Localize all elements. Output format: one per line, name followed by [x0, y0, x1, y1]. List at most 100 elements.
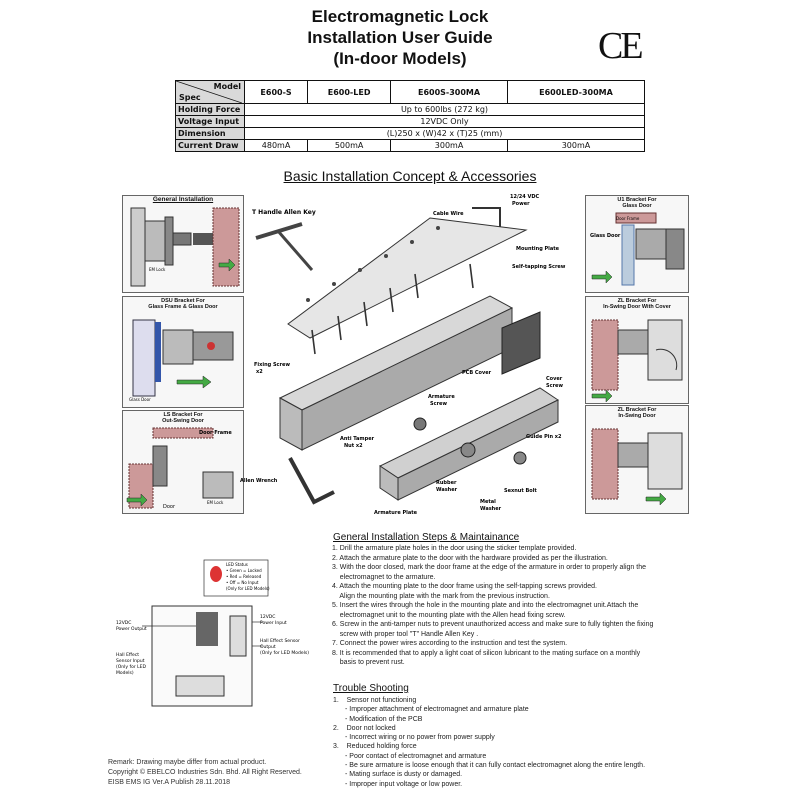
- rubber-washer-label-2: Washer: [436, 487, 458, 493]
- trouble-cause: - Mating surface is dusty or damaged.: [345, 771, 463, 779]
- step-line: Align the mounting plate with the mark f…: [332, 592, 550, 600]
- power-label: Power: [512, 201, 530, 207]
- remark-text: Remark: Drawing maybe differ from actual…: [108, 759, 267, 766]
- em-lock-label: EM Lock: [149, 267, 166, 272]
- model-col-1: E600-S: [243, 80, 309, 104]
- row-label: Voltage Input: [175, 115, 245, 128]
- u-line-2: Glass Door: [622, 203, 652, 209]
- armature-screw-label-2: Screw: [430, 401, 447, 407]
- trouble-cause: - Incorrect wiring or no power from powe…: [345, 734, 495, 742]
- publish-text: EISB EMS IG Ver.A Publish 28.11.2018: [108, 779, 231, 786]
- ce-mark: CE: [598, 25, 644, 67]
- trouble-heading: Trouble Shooting: [333, 683, 409, 694]
- allen-wrench-label: Allen Wrench: [240, 478, 278, 484]
- spec-header-row: Model Spec E600-S E600-LED E600S-300MA E…: [175, 80, 646, 104]
- steps-list: 1. Drill the armature plate holes in the…: [332, 544, 697, 668]
- step-line: screw with proper tool "T" Handle Allen …: [332, 630, 479, 638]
- zl-line-1: ZL Bracket For: [617, 298, 657, 304]
- sexnut-bolt-label: Sexnut Bolt: [504, 488, 537, 494]
- diagonal-line: [176, 81, 242, 103]
- dsu-bracket-drawing: Glass Door: [129, 319, 234, 402]
- zl2-line-1: ZL Bracket For: [617, 407, 657, 413]
- section-title: Basic Installation Concept & Accessories: [0, 168, 800, 184]
- wiring-diagram: LED Status • Green = Locked • Red = Rele…: [116, 559, 309, 707]
- hall-output: Hall Effect Sensor: [260, 638, 300, 644]
- document-title: Electromagnetic Lock Installation User G…: [0, 6, 800, 69]
- trouble-item: 3. Reduced holding force: [333, 743, 417, 751]
- steps-heading: General Installation Steps & Maintainanc…: [333, 532, 520, 543]
- step-line: 2. Attach the armature plate to the door…: [332, 554, 608, 562]
- trouble-cause: - Modification of the PCB: [345, 715, 423, 723]
- step-line: 1. Drill the armature plate holes in the…: [332, 545, 577, 552]
- input-12v-2: Power Input: [260, 620, 287, 626]
- pcb-cover-label: PCB Cover: [462, 370, 492, 376]
- general-installation-drawing: EM Lock: [130, 207, 240, 287]
- trouble-cause: - Improper input voltage or low power.: [345, 780, 463, 788]
- step-line: 5. Insert the wires through the hole in …: [332, 602, 639, 609]
- panel-title: General Installation: [152, 196, 214, 203]
- vdc-label: 12/24 VDC: [510, 194, 540, 200]
- zl-bracket-cover-drawing: [591, 319, 683, 403]
- guide-pin-label: Guide Pin x2: [526, 434, 562, 440]
- input-12v: 12VDC: [260, 614, 275, 620]
- armature-screw-label: Armature: [428, 394, 455, 400]
- current-value: 300mA: [390, 139, 508, 152]
- spec-row-voltage: Voltage Input 12VDC Only: [175, 115, 645, 128]
- trouble-cause: - Poor contact of electromagnet and arma…: [345, 752, 487, 760]
- row-label: Dimension: [175, 127, 245, 140]
- current-value: 300mA: [506, 139, 646, 152]
- row-value: 12VDC Only: [244, 115, 645, 128]
- exploded-diagram: T Handle Allen Key Cable Wire 12/24 VDC …: [240, 194, 566, 516]
- title-line-1: Electromagnetic Lock: [311, 7, 489, 26]
- row-label: Current Draw: [175, 139, 245, 152]
- zl-bracket-drawing: [591, 428, 683, 506]
- glass-door-label: Glass Door: [129, 397, 151, 402]
- trouble-item: 1. Sensor not functioning: [333, 697, 417, 704]
- trouble-list: 1. Sensor not functioning- Improper atta…: [333, 696, 713, 789]
- fixing-screw-count: x2: [256, 369, 263, 375]
- zl-line-2: In-Swing Door With Cover: [603, 304, 671, 310]
- output-12v-2: Power Output: [116, 626, 147, 632]
- led-off: • Off = No Input: [226, 580, 259, 585]
- dsu-line-1: DSU Bracket For: [161, 298, 205, 304]
- hall-output-2: Output: [260, 644, 276, 650]
- u-line-1: U1 Bracket For: [617, 197, 657, 203]
- zl2-line-2: In-Swing Door: [618, 413, 656, 419]
- door-frame-label: Door Frame: [616, 216, 640, 221]
- hall-effect-3: (Only for LED: [116, 664, 146, 670]
- mounting-plate-label: Mounting Plate: [516, 246, 560, 252]
- copyright-text: Copyright © EBELCO Industries Sdn. Bhd. …: [108, 769, 302, 776]
- led-notes: LED Status: [226, 562, 248, 567]
- title-line-2: Installation User Guide: [307, 28, 493, 47]
- armature-plate-label: Armature Plate: [374, 510, 418, 516]
- spec-table: Model Spec E600-S E600-LED E600S-300MA E…: [175, 80, 646, 152]
- hall-effect-4: Models): [116, 670, 134, 676]
- step-line: 4. Attach the mounting plate to the door…: [332, 583, 597, 590]
- self-tapping-label: Self-tapping Screw: [512, 264, 566, 270]
- door-frame-label: Door Frame: [199, 430, 232, 436]
- title-line-3: (In-door Models): [333, 49, 467, 68]
- anti-tamper-label-2: Nut x2: [344, 443, 363, 449]
- model-col-2: E600-LED: [307, 80, 392, 104]
- hall-output-3: (Only for LED Models): [260, 650, 309, 656]
- step-line: 7. Connect the power wires according to …: [332, 640, 568, 647]
- spec-row-holding: Holding Force Up to 600lbs (272 kg): [175, 103, 645, 116]
- metal-washer-label-2: Washer: [480, 506, 502, 512]
- step-line: electromagnet unit to the mounting plate…: [332, 611, 566, 619]
- led-red: • Red = Released: [226, 574, 262, 579]
- panel-general-installation: General Installation EM Lock: [122, 195, 244, 293]
- row-value: Up to 600lbs (272 kg): [244, 103, 645, 116]
- spec-label: Spec: [179, 93, 201, 102]
- anti-tamper-label: Anti Tamper: [340, 436, 375, 442]
- door-label: Door: [163, 504, 176, 510]
- hall-effect: Hall Effect: [116, 652, 139, 658]
- cover-screw-label-2: Screw: [546, 383, 563, 389]
- glass-door-label: Glass Door: [590, 233, 621, 239]
